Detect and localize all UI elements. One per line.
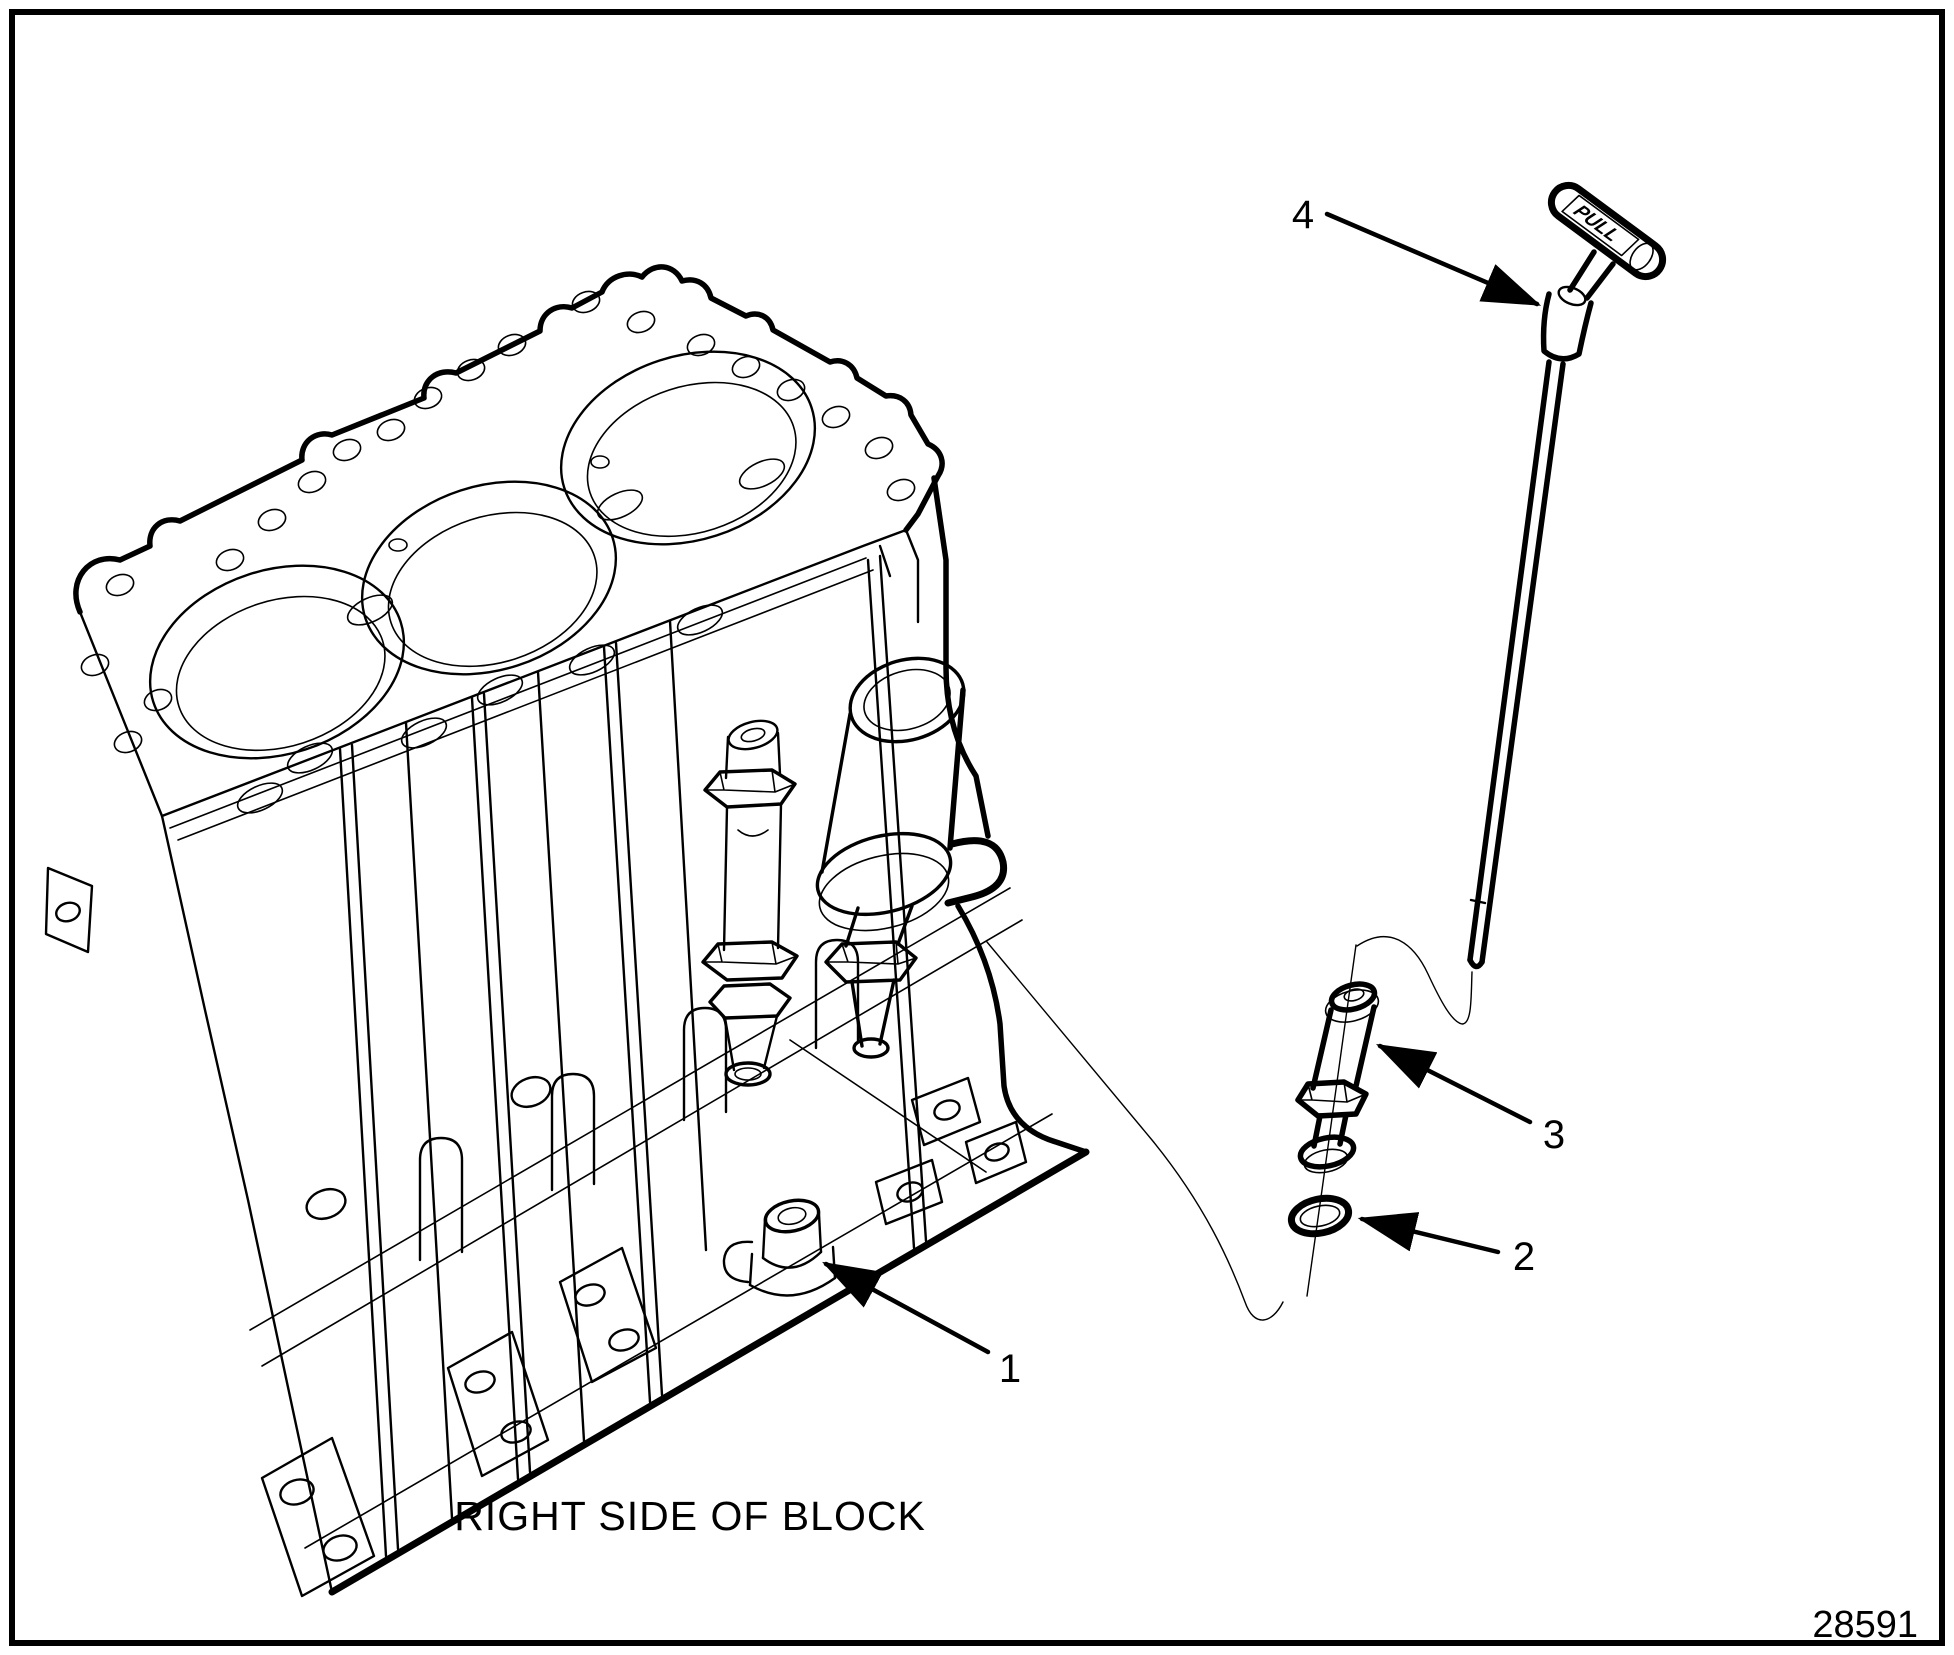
block-left-edge (160, 814, 334, 1594)
front-face-ribs (338, 554, 928, 1558)
guide-centerline (1306, 944, 1357, 1297)
callout-1-label: 1 (999, 1347, 1021, 1391)
mount-ear (944, 837, 1008, 907)
oil-filter-canister (815, 656, 966, 1059)
dipstick-tube-item-3 (1295, 981, 1380, 1174)
callouts: 1 2 3 4 (822, 193, 1565, 1391)
guide-line-upper-s (1356, 936, 1473, 1025)
engine-block-illustration (44, 264, 1090, 1598)
callout-4-label: 4 (1292, 193, 1314, 237)
dipstick-shaft (1467, 359, 1566, 965)
tall-fitting (701, 802, 799, 1087)
deck-front-edge (78, 528, 908, 818)
border-frame (9, 9, 1945, 1646)
guide-lines (986, 936, 1473, 1321)
callout-4-arrow (1324, 211, 1542, 307)
front-face-arches (305, 938, 860, 1262)
dipstick-level-mark (1469, 898, 1487, 905)
dipstick-item-4: PULL (1467, 181, 1667, 970)
cylinder-bore-1 (148, 564, 406, 760)
callout-1-arrow (822, 1261, 991, 1355)
bottom-bosses (789, 1039, 1028, 1226)
callout-2-arrow (1357, 1212, 1501, 1255)
o-ring-item-2 (1287, 1194, 1353, 1238)
callout-3-label: 3 (1543, 1113, 1565, 1157)
callout-3-arrow (1375, 1043, 1533, 1125)
block-right-edge (931, 475, 991, 839)
cylinder-bore-3 (559, 350, 817, 546)
cylinder-bore-2 (360, 480, 618, 676)
dipstick-stem (1567, 249, 1616, 301)
deck-outline (73, 264, 945, 615)
block-fitting-item-1 (722, 1198, 837, 1297)
deck-bolt-holes (80, 290, 916, 814)
guide-line-to-block (986, 941, 1284, 1321)
block-bottom-edge (328, 1148, 1090, 1596)
callout-2-label: 2 (1513, 1235, 1535, 1279)
mounting-brackets (44, 866, 658, 1598)
dipstick-collar (1540, 291, 1594, 362)
figure-number: 28591 (1812, 1604, 1918, 1646)
figure-caption: RIGHT SIDE OF BLOCK (454, 1493, 926, 1539)
